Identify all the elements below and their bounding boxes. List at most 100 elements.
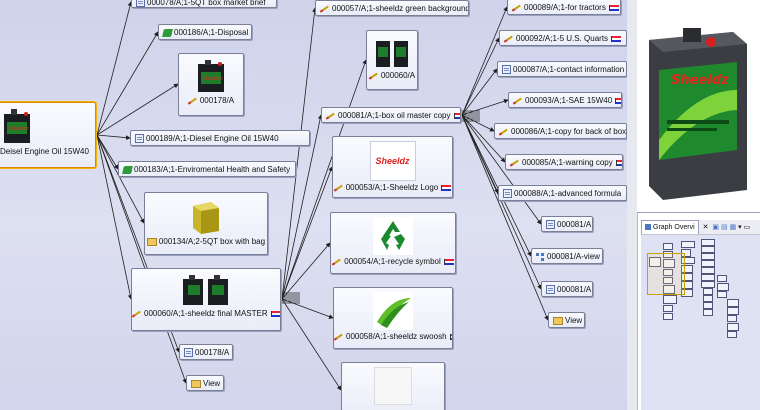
overview-node xyxy=(703,309,713,316)
svg-text:Sheeldz: Sheeldz xyxy=(671,73,729,88)
graph-edge xyxy=(461,98,509,116)
graph-node-with-thumbnail[interactable]: Sheeldz 000053/A;1-Sheeldz Logo xyxy=(332,136,453,198)
bottle-thumbnail: Sheeldz xyxy=(198,60,224,92)
document-icon xyxy=(135,134,144,144)
graph-node[interactable]: 000093/A;1-SAE 15W40 xyxy=(508,92,622,108)
graph-edges xyxy=(96,1,549,391)
bottle-thumbnail: Sheeldz xyxy=(4,109,30,143)
overview-node xyxy=(701,260,715,267)
toolbar-icon-2[interactable]: ▤ xyxy=(720,224,728,231)
menu-icon[interactable]: ▾ xyxy=(738,224,742,231)
graph-edge xyxy=(461,114,495,132)
toolbar-icon-1[interactable]: ▣ xyxy=(712,224,720,231)
graph-edge xyxy=(96,134,187,384)
recycle-icon xyxy=(373,217,413,255)
graph-node[interactable]: View xyxy=(548,312,585,328)
graph-edge xyxy=(281,298,342,391)
graph-node[interactable]: 000057/A;1-sheeldz green background xyxy=(315,0,469,16)
graph-edge xyxy=(461,114,542,225)
folder-icon xyxy=(553,316,563,325)
graph-node[interactable]: 000089/A;1-for tractors xyxy=(507,0,621,15)
graph-node[interactable]: 000092/A;1-5 U.S. Quarts xyxy=(499,30,627,46)
flag-icon xyxy=(608,4,619,11)
overview-node xyxy=(717,275,727,282)
svg-text:Sheeldz: Sheeldz xyxy=(203,76,223,82)
graph-node-with-thumbnail[interactable]: 000058/A;1-sheeldz swoosh xyxy=(333,287,453,349)
overview-node xyxy=(727,331,737,338)
green-item-icon xyxy=(162,28,173,37)
folder-icon xyxy=(191,379,201,388)
document-icon xyxy=(546,220,555,230)
overview-node xyxy=(681,273,693,281)
graph-edge xyxy=(96,83,179,136)
overview-viewport[interactable] xyxy=(647,253,685,295)
graph-edge xyxy=(96,1,133,136)
graph-edge xyxy=(96,134,133,300)
pencil-icon xyxy=(512,4,522,12)
flag-icon xyxy=(441,184,452,191)
minimize-icon[interactable]: ▭ xyxy=(743,224,751,231)
graph-overview-canvas[interactable] xyxy=(641,235,760,410)
graph-edge xyxy=(281,242,331,300)
overview-node xyxy=(663,295,677,304)
overview-node xyxy=(701,253,715,260)
graph-node[interactable]: 000183/A;1-Enviromental Health and Safet… xyxy=(118,161,296,177)
graph-edge xyxy=(96,31,159,136)
overview-node xyxy=(703,288,713,295)
graph-icon xyxy=(645,224,651,231)
overview-node xyxy=(701,246,715,253)
flag-icon xyxy=(443,258,454,265)
graph-node[interactable]: 000081/A;1-box oil master copy xyxy=(321,107,461,123)
overview-titlebar: Graph Overvi ✕ ▣ ▤ ▦ ▾ ▭ xyxy=(641,220,760,235)
document-icon xyxy=(502,65,511,75)
graph-node[interactable]: View xyxy=(186,375,224,391)
tab-graph-overview[interactable]: Graph Overvi xyxy=(641,220,699,234)
graph-node[interactable]: 000087/A;1-contact information xyxy=(497,61,627,77)
swoosh-thumbnail xyxy=(373,292,413,330)
flag-icon xyxy=(453,112,460,119)
graph-edge xyxy=(461,68,498,116)
overview-node xyxy=(663,313,673,320)
flag-icon xyxy=(270,310,280,317)
pencil-icon xyxy=(510,159,520,167)
graph-node-with-thumbnail[interactable]: 000060/A;1-sheeldz final MASTER xyxy=(131,268,281,331)
graph-node-with-thumbnail[interactable]: Sheeldz 000178/A xyxy=(178,53,244,116)
graph-node-with-thumbnail[interactable]: 000054/A;1-recycle symbol xyxy=(330,212,456,274)
graph-node[interactable]: 000081/A-view xyxy=(531,248,603,264)
close-icon[interactable]: ✕ xyxy=(702,224,709,231)
overview-node xyxy=(701,274,715,281)
overview-node xyxy=(727,299,739,307)
graph-root-node[interactable]: Sheeldz T Deisel Engine Oil 15W40 xyxy=(0,102,96,168)
graph-edge xyxy=(281,166,333,300)
graph-node-with-thumbnail[interactable]: 000060/A xyxy=(366,30,418,90)
graph-node-with-thumbnail[interactable] xyxy=(341,362,445,410)
bottles-thumbnail xyxy=(183,275,228,305)
graph-node[interactable]: 000086/A;1-copy for back of box xyxy=(494,123,627,139)
graph-node[interactable]: 000085/A;1-warning copy xyxy=(505,154,623,170)
pencil-icon xyxy=(188,97,198,105)
graph-node[interactable]: 000186/A;1-Disposal xyxy=(158,24,252,40)
overview-node xyxy=(663,277,673,284)
graph-edge xyxy=(96,134,145,224)
overview-node xyxy=(663,259,675,268)
overview-node xyxy=(727,307,739,315)
flag-icon xyxy=(611,35,622,42)
image-preview: Sheeldz xyxy=(637,0,760,213)
graph-node[interactable]: 000178/A xyxy=(179,344,233,360)
graph-edge xyxy=(461,37,500,116)
toolbar-icon-3[interactable]: ▦ xyxy=(729,224,737,231)
graph-edge xyxy=(461,6,508,116)
overview-node xyxy=(717,291,727,298)
graph-node[interactable]: 000081/A xyxy=(541,216,593,232)
graph-node[interactable]: 000088/A;1-advanced formula xyxy=(498,185,627,201)
overview-node xyxy=(663,251,673,258)
graph-node[interactable]: 000078/A;1-5QT box market brief xyxy=(131,0,277,8)
graph-canvas[interactable]: 000078/A;1-5QT box market brief 000186/A… xyxy=(0,0,627,410)
document-icon xyxy=(184,348,193,358)
document-icon xyxy=(546,285,555,295)
graph-node[interactable]: 000189/A;1-Diesel Engine Oil 15W40 xyxy=(130,130,310,146)
graph-node-with-thumbnail[interactable]: 000134/A;2-5QT box with bag xyxy=(144,192,268,255)
overview-node xyxy=(649,257,661,267)
graph-node[interactable]: 000081/A xyxy=(541,281,593,297)
green-item-icon xyxy=(122,165,133,174)
